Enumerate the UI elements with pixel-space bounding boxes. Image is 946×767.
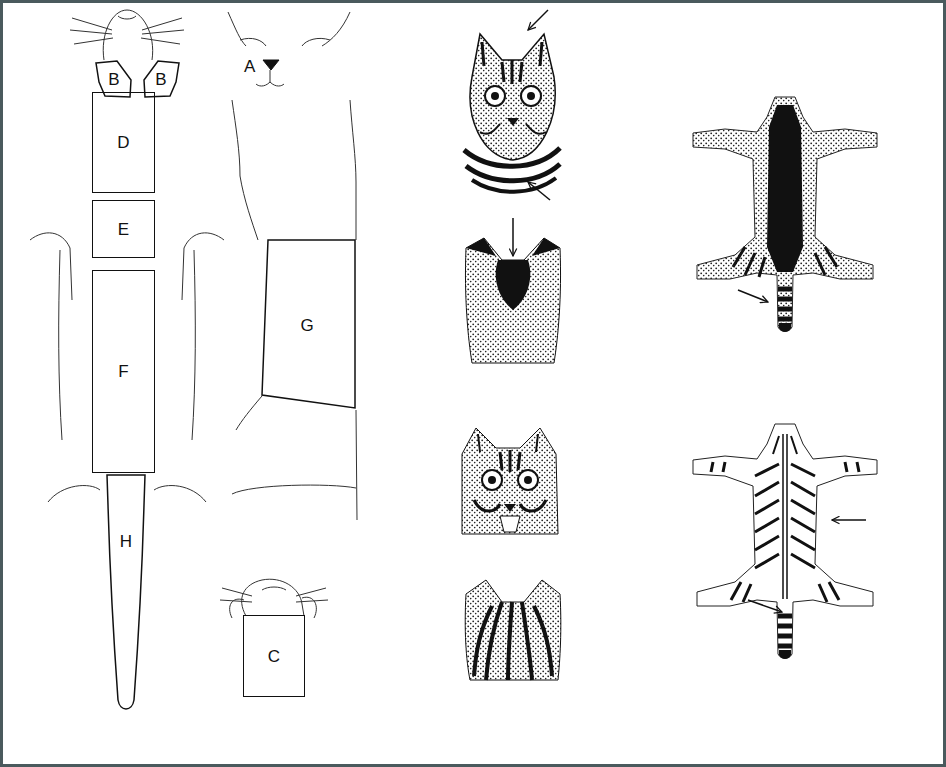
pointer-arrow <box>748 600 782 612</box>
lateral-outline <box>228 12 357 520</box>
pointer-arrow <box>528 10 548 30</box>
cat-head-front <box>464 34 560 192</box>
ear-region: B <box>140 58 182 100</box>
region-letter: E <box>118 221 129 238</box>
neck-region: D <box>92 92 155 193</box>
nose-mark <box>263 60 279 70</box>
cat-pelt <box>693 97 877 332</box>
tail-region-shape <box>107 475 145 709</box>
flank-region: G <box>258 240 356 410</box>
region-letter: D <box>117 134 129 151</box>
back-region: F <box>92 270 155 473</box>
cat-head-back <box>465 238 560 363</box>
ear-region: B <box>93 58 135 100</box>
ventral-head-outline <box>220 579 328 618</box>
region-letter: B <box>108 71 119 88</box>
tail-region: H <box>104 475 148 712</box>
cat-head-front <box>462 428 558 534</box>
shoulder-region: E <box>92 200 155 258</box>
pointer-arrow <box>738 290 768 302</box>
pointer-arrow <box>512 218 514 256</box>
region-letter: C <box>268 648 280 665</box>
flank-region-shape <box>262 240 355 408</box>
region-letter: H <box>120 533 132 550</box>
cat-head-back <box>465 580 561 680</box>
region-letter: F <box>118 363 128 380</box>
pointer-arrow <box>832 519 866 521</box>
dorsal-outline <box>30 10 224 502</box>
region-letter: G <box>300 317 313 334</box>
throat-region: C <box>243 615 305 697</box>
region-letter: B <box>155 71 166 88</box>
region-letter: A <box>244 58 255 75</box>
tail-region-outline <box>104 475 148 712</box>
pointer-arrow <box>528 182 550 200</box>
cat-pelt <box>693 424 877 659</box>
